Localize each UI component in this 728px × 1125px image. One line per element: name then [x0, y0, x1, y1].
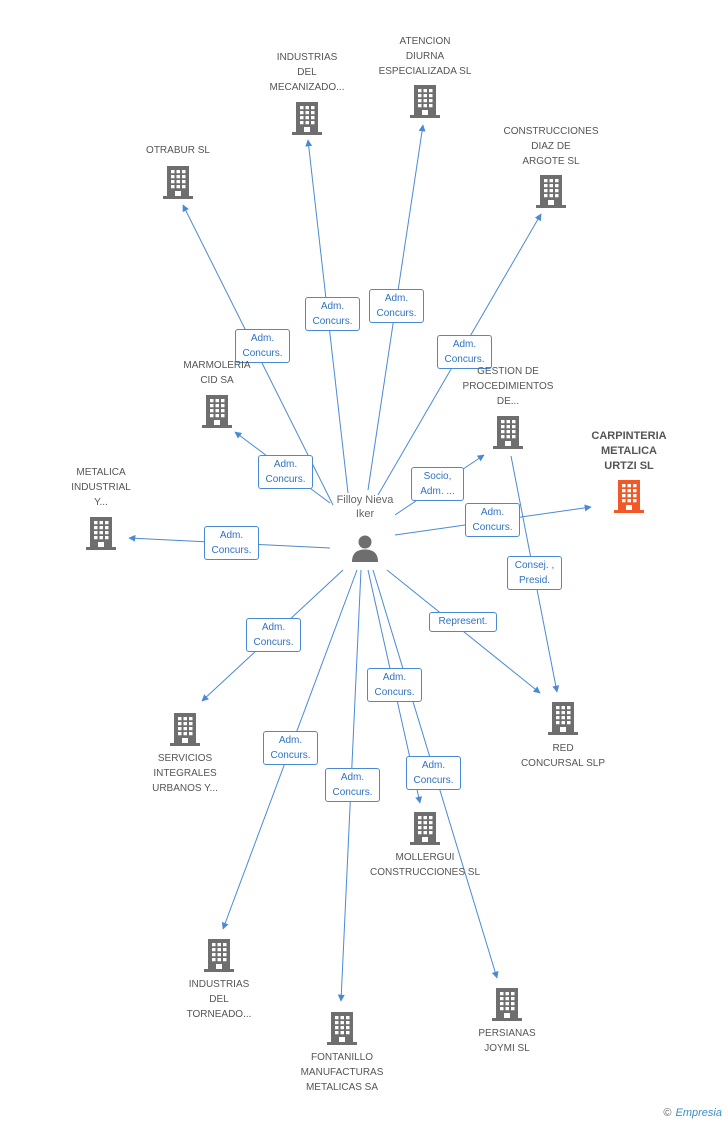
company-label-construcciones[interactable]: CONSTRUCCIONES DIAZ DE ARGOTE SL	[503, 126, 599, 167]
building-icon[interactable]	[491, 415, 525, 449]
company-label-marmoleria[interactable]: MARMOLERIA CID SA	[183, 360, 251, 386]
edge-label[interactable]: Represent.	[429, 612, 497, 632]
company-label-gestion[interactable]: GESTION DE PROCEDIMIENTOS DE...	[462, 366, 554, 407]
building-icon[interactable]	[408, 84, 442, 118]
building-icon[interactable]	[84, 516, 118, 550]
brand-name: Empresia	[675, 1107, 722, 1119]
building-icon[interactable]	[202, 938, 236, 972]
company-label-atencion[interactable]: ATENCION DIURNA ESPECIALIZADA SL	[378, 36, 472, 77]
company-label-carpinteria[interactable]: CARPINTERIA METALICA URTZI SL	[591, 430, 667, 472]
building-icon[interactable]	[408, 811, 442, 845]
edge-label[interactable]: Socio, Adm. ...	[411, 467, 464, 501]
company-label-fontanillo[interactable]: FONTANILLO MANUFACTURAS METALICAS SA	[300, 1052, 384, 1093]
brand-watermark: ©Empresia	[663, 1107, 722, 1119]
edge-label[interactable]: Adm. Concurs.	[235, 329, 290, 363]
building-icon[interactable]	[490, 987, 524, 1021]
edge-label[interactable]: Adm. Concurs.	[246, 618, 301, 652]
company-label-industrias-mec[interactable]: INDUSTRIAS DEL MECANIZADO...	[269, 52, 345, 93]
building-icon[interactable]	[612, 479, 646, 513]
edge-label[interactable]: Adm. Concurs.	[437, 335, 492, 369]
company-label-servicios[interactable]: SERVICIOS INTEGRALES URBANOS Y...	[152, 753, 218, 794]
building-icon[interactable]	[168, 712, 202, 746]
company-label-otrabur[interactable]: OTRABUR SL	[146, 145, 210, 156]
building-icon[interactable]	[546, 701, 580, 735]
company-label-mollergui[interactable]: MOLLERGUI CONSTRUCCIONES SL	[369, 852, 480, 878]
edge-label[interactable]: Adm. Concurs.	[369, 289, 424, 323]
building-icon[interactable]	[325, 1011, 359, 1045]
edge-label[interactable]: Adm. Concurs.	[258, 455, 313, 489]
building-icon[interactable]	[200, 394, 234, 428]
center-person-label: Filloy Nieva Iker	[336, 494, 394, 520]
company-label-metalica[interactable]: METALICA INDUSTRIAL Y...	[71, 467, 131, 508]
building-icon[interactable]	[534, 174, 568, 208]
person-icon[interactable]	[350, 533, 380, 563]
company-label-industrias-tor[interactable]: INDUSTRIAS DEL TORNEADO...	[186, 979, 252, 1020]
edge-label[interactable]: Adm. Concurs.	[204, 526, 259, 560]
edge-label[interactable]: Adm. Concurs.	[406, 756, 461, 790]
edge-label[interactable]: Adm. Concurs.	[465, 503, 520, 537]
edge-label[interactable]: Adm. Concurs.	[367, 668, 422, 702]
company-label-persianas[interactable]: PERSIANAS JOYMI SL	[478, 1028, 536, 1054]
edge-label[interactable]: Adm. Concurs.	[305, 297, 360, 331]
edge-label[interactable]: Adm. Concurs.	[263, 731, 318, 765]
copyright-symbol: ©	[663, 1107, 672, 1119]
company-label-red[interactable]: RED CONCURSAL SLP	[520, 743, 606, 769]
building-icon[interactable]	[161, 165, 195, 199]
building-icon[interactable]	[290, 101, 324, 135]
edge-label[interactable]: Consej. , Presid.	[507, 556, 562, 590]
edge-label[interactable]: Adm. Concurs.	[325, 768, 380, 802]
